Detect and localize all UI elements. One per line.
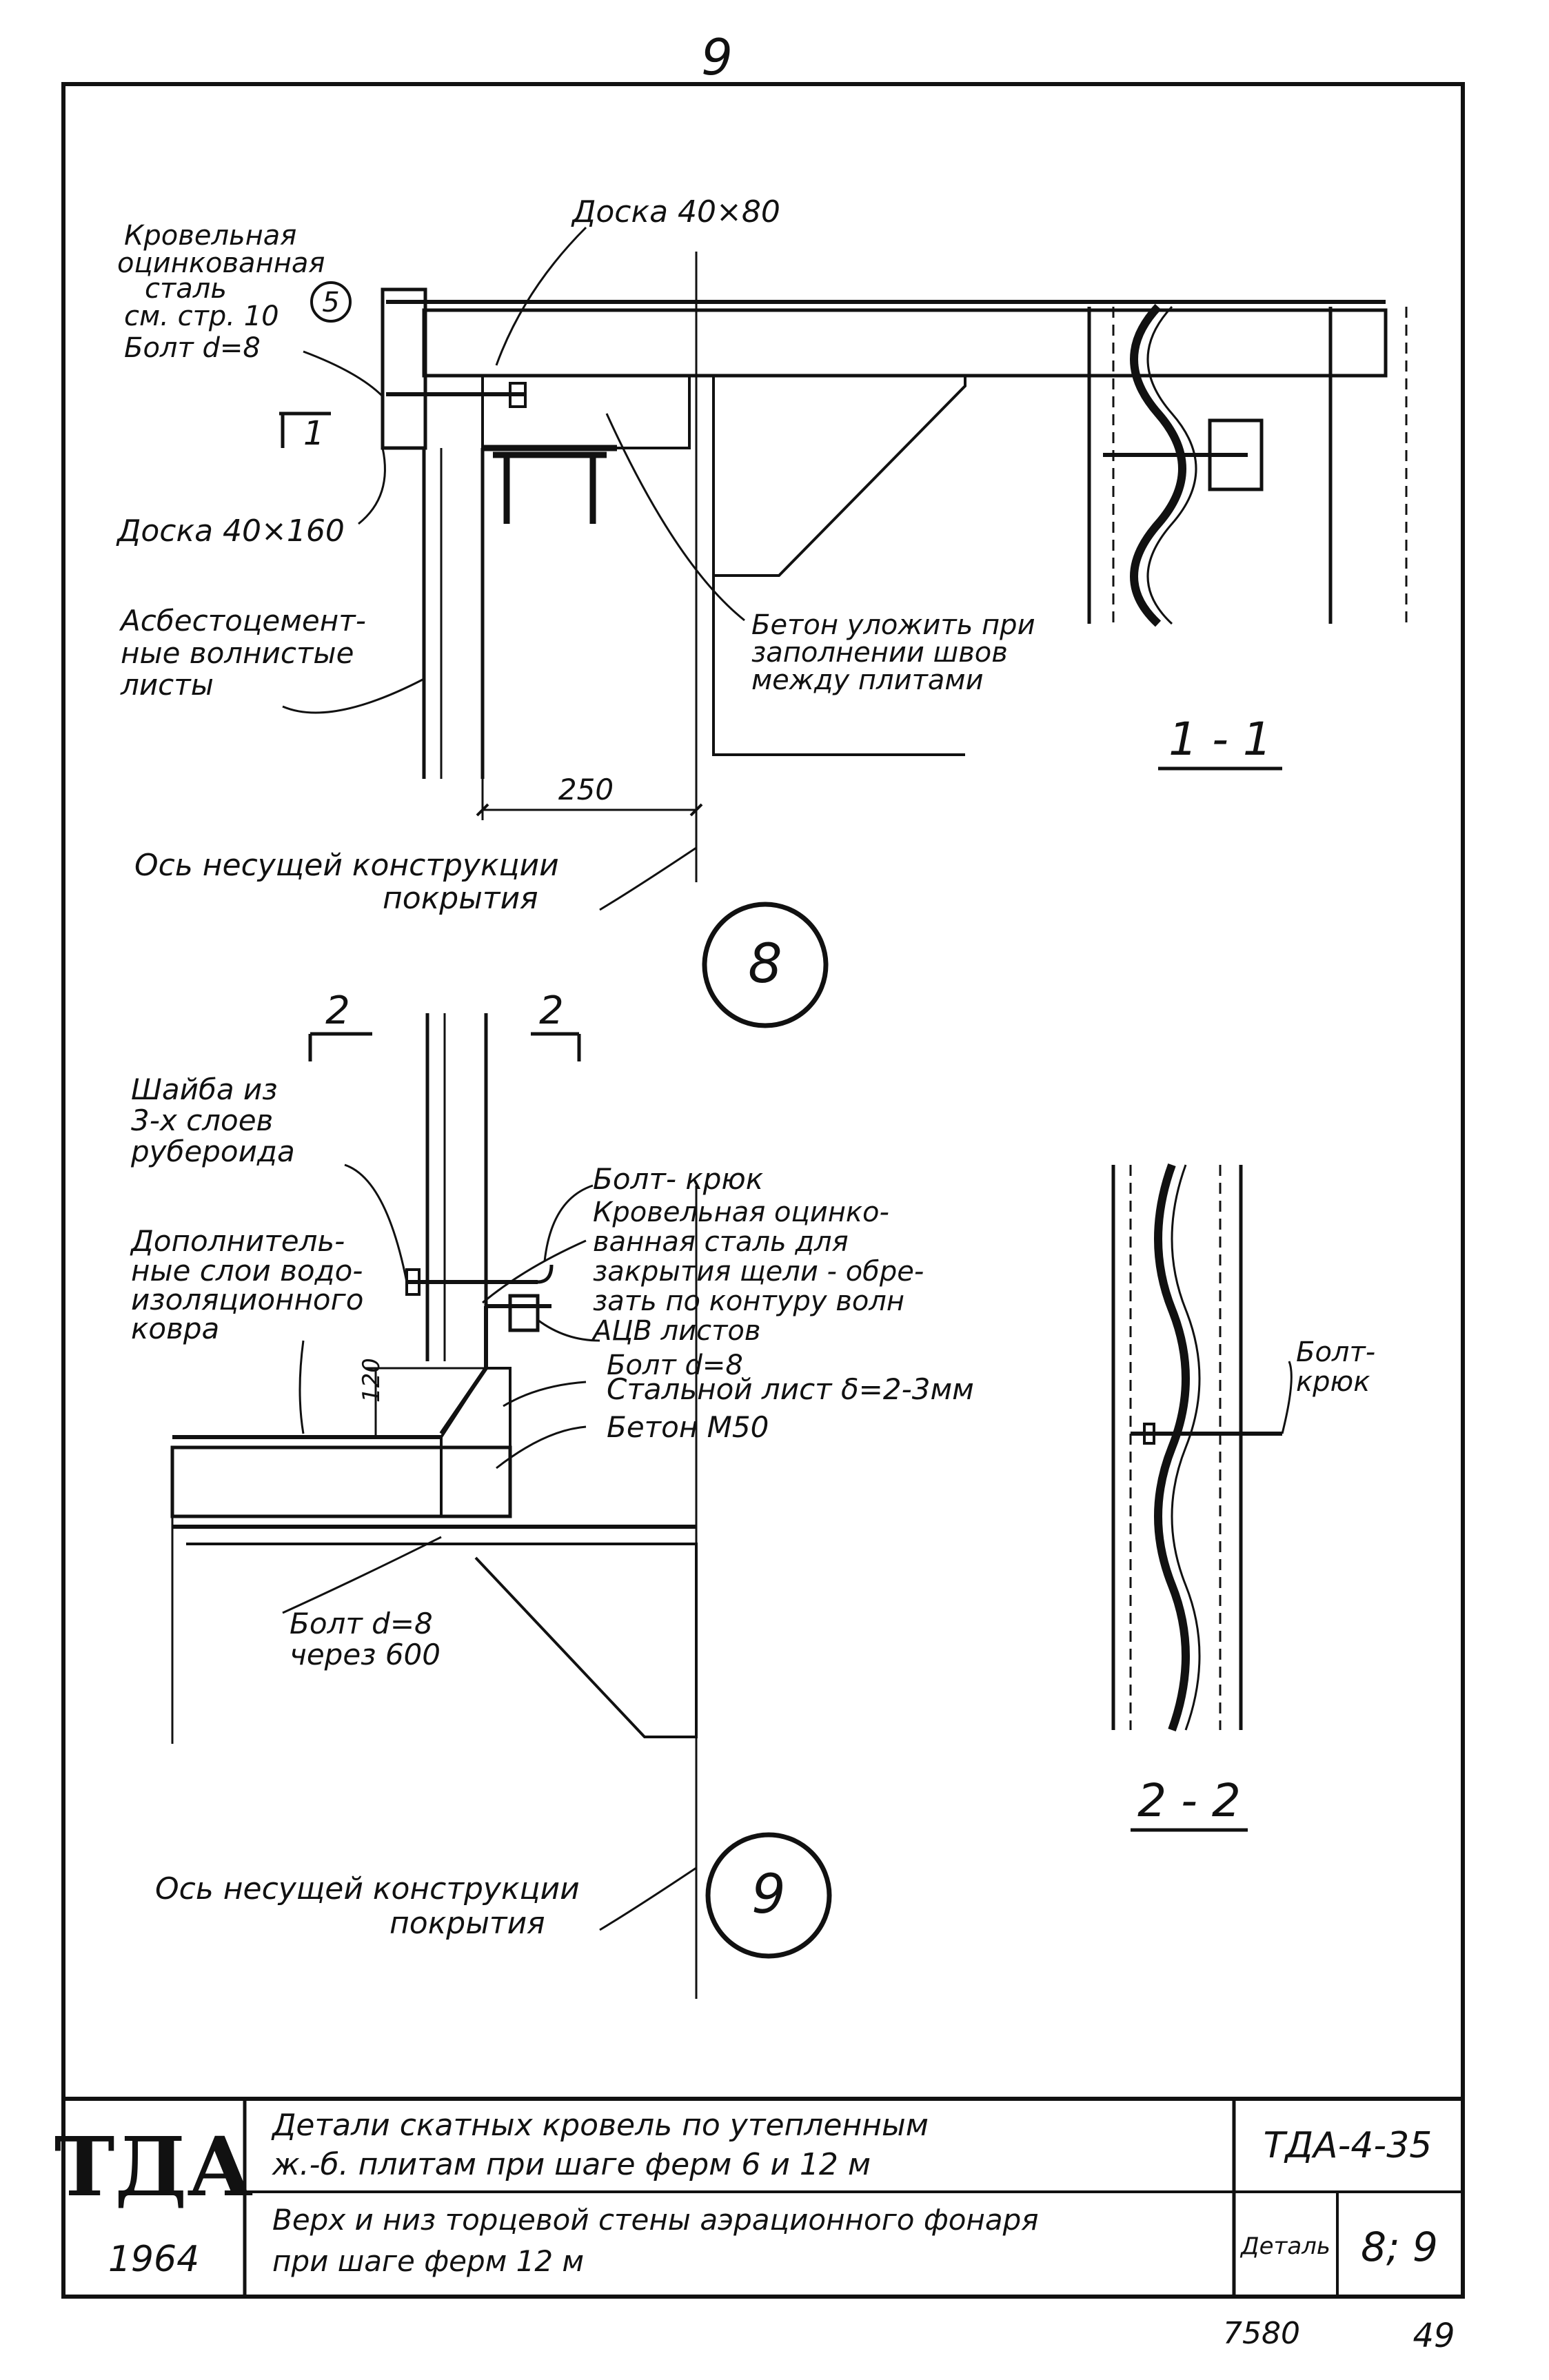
- detail-numbers: 8; 9: [1361, 2224, 1438, 2270]
- label-roof-steel-line-1: Кровельная: [124, 220, 296, 252]
- label-concrete-m50: Бетон М50: [607, 1410, 769, 1444]
- detail-9-number: 9: [751, 1864, 786, 1926]
- label-asbestos-line-3: листы: [120, 668, 214, 702]
- label-asbestos-line-1: Асбестоцемент-: [119, 604, 366, 638]
- section-mark-1: 1: [303, 414, 325, 453]
- label-axis-9-line-1: Ось несущей конструкции: [155, 1871, 580, 1906]
- marker-5: 5: [322, 287, 339, 318]
- sheet-frame: [61, 82, 1465, 2299]
- label-roof-steel-line-4: см. стр. 10: [124, 301, 279, 332]
- label-bolt-step-line-1: Болт d=8: [290, 1607, 433, 1640]
- label-asbestos-line-2: ные волнистые: [121, 636, 354, 670]
- page-number: 9: [701, 28, 733, 86]
- label-bolt-d8: Болт d=8: [124, 332, 261, 364]
- detail-9-marker-circle: [705, 1832, 832, 1959]
- bottom-left-number: 7580: [1223, 2316, 1300, 2351]
- label-extra-layers-line-4: ковра: [131, 1312, 219, 1345]
- section-mark-2-right: 2: [539, 988, 564, 1033]
- label-axis-9-line-2: покрытия: [389, 1906, 545, 1941]
- label-roof-steel-9-line-2: ванная сталь для: [593, 1226, 849, 1258]
- label-roof-steel-9-line-5: АЦВ листов: [591, 1315, 760, 1347]
- label-washer-line-3: рубероида: [130, 1135, 295, 1168]
- bottom-right-number: 49: [1413, 2317, 1455, 2355]
- detail-8-marker-circle: [702, 902, 829, 1028]
- detail-8-drawing: [279, 226, 1388, 911]
- label-axis-line-1: Ось несущей конструкции: [134, 848, 559, 883]
- title-line-2: ж.-б. плитам при шаге ферм 6 и 12 м: [272, 2147, 871, 2182]
- label-extra-layers-line-2: ные слои водо-: [131, 1254, 363, 1288]
- label-washer-line-2: 3-х слоев: [131, 1103, 273, 1137]
- label-roof-steel-9-line-3: закрытия щели - обре-: [593, 1256, 924, 1288]
- section-2-2-drawing: [1111, 1163, 1293, 1832]
- series-code: ТДА-4-35: [1264, 2125, 1432, 2166]
- label-hook-bolt-2-2-line-2: крюк: [1296, 1366, 1370, 1398]
- label-roof-steel-line-3: сталь: [145, 273, 227, 305]
- label-concrete-line-2: заполнении швов: [751, 637, 1008, 669]
- detail-9-drawing: [170, 1013, 698, 1999]
- label-steel-sheet: Стальной лист δ=2-3мм: [607, 1372, 974, 1406]
- section-1-1-drawing: [1087, 303, 1408, 771]
- detail-label: Деталь: [1239, 2232, 1330, 2260]
- detail-8-number: 8: [748, 933, 782, 995]
- title-line-1: Детали скатных кровель по утепленным: [271, 2108, 929, 2143]
- label-board-40x160: Доска 40×160: [116, 513, 345, 549]
- subtitle-line-1: Верх и низ торцевой стены аэрационного ф…: [272, 2203, 1039, 2237]
- label-hook-bolt-2-2-line-1: Болт-: [1296, 1336, 1375, 1368]
- label-hook-bolt: Болт- крюк: [593, 1162, 764, 1196]
- label-axis-line-2: покрытия: [383, 881, 538, 916]
- label-board-40x80: Доска 40×80: [571, 194, 780, 230]
- label-roof-steel-9-line-4: зать по контуру волн: [593, 1285, 904, 1317]
- section-mark-2-left: 2: [325, 988, 350, 1033]
- label-roof-steel-line-2: оцинкованная: [117, 247, 325, 279]
- label-extra-layers-line-3: изоляционного: [131, 1283, 363, 1316]
- section-2-2-title: 2 - 2: [1137, 1774, 1241, 1827]
- label-bolt-step-line-2: через 600: [290, 1638, 441, 1671]
- label-bolt-d8-9: Болт d=8: [607, 1350, 743, 1381]
- title-block-year: 1964: [108, 2239, 199, 2280]
- subtitle-line-2: при шаге ферм 12 м: [272, 2244, 584, 2278]
- label-concrete-line-3: между плитами: [751, 664, 984, 696]
- dimension-250: 250: [558, 773, 614, 806]
- label-extra-layers-line-1: Дополнитель-: [130, 1224, 345, 1258]
- title-block-logo: ТДА: [54, 2119, 254, 2215]
- dimension-120: 120: [358, 1358, 385, 1403]
- label-roof-steel-9-line-1: Кровельная оцинко-: [593, 1197, 889, 1228]
- section-1-1-title: 1 - 1: [1168, 713, 1272, 766]
- label-washer-line-1: Шайба из: [131, 1072, 278, 1106]
- label-concrete-line-1: Бетон уложить при: [751, 609, 1035, 641]
